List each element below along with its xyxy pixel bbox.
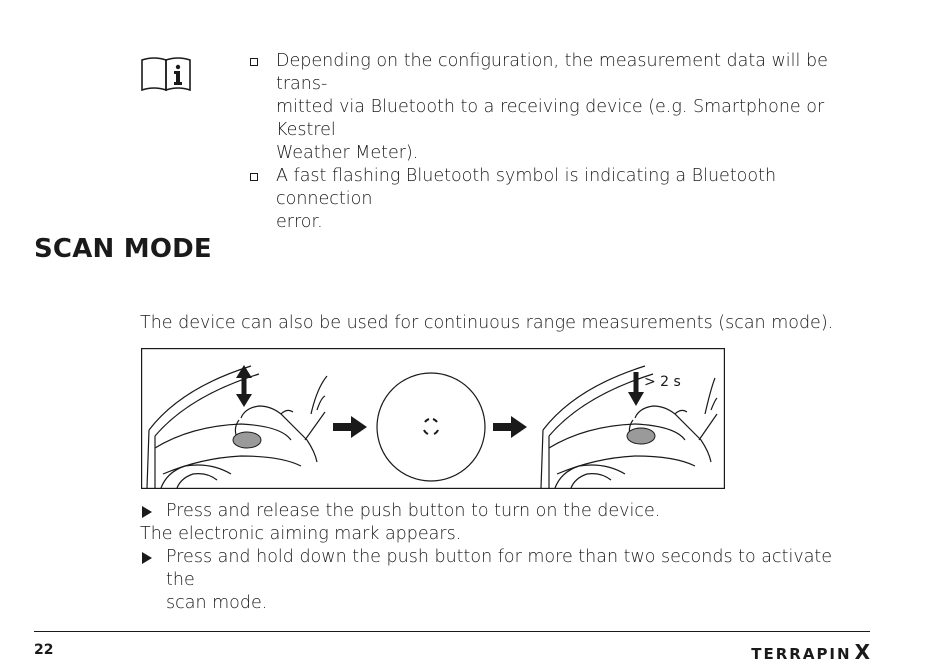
step-item: Press and release the push button to tur… — [140, 500, 860, 523]
press-release-arrow-icon — [236, 365, 252, 407]
note-text: Depending on the configuration, the meas… — [276, 51, 828, 163]
hold-duration-label: > 2 s — [644, 374, 681, 390]
scan-mode-illustration: > 2 s — [141, 348, 725, 489]
right-arrow-icon — [493, 416, 527, 438]
footer-divider — [34, 631, 870, 632]
note-item: Depending on the configuration, the meas… — [250, 50, 870, 165]
aiming-mark-icon — [423, 418, 439, 435]
note-text: A fast flashing Bluetooth symbol is indi… — [276, 166, 777, 232]
display-view-circle — [376, 372, 486, 482]
section-heading: SCAN MODE — [34, 234, 212, 264]
triangle-bullet-icon — [142, 552, 152, 564]
note-item: A fast flashing Bluetooth symbol is indi… — [250, 165, 870, 234]
instruction-steps: Press and release the push button to tur… — [140, 500, 860, 615]
brand-x: X — [854, 640, 870, 664]
intro-text: The device can also be used for continuo… — [140, 313, 834, 333]
right-arrow-icon — [333, 416, 367, 438]
push-button-left — [232, 431, 262, 449]
step-text: Press and release the push button to tur… — [166, 501, 661, 521]
step-result: The electronic aiming mark appears. — [140, 524, 462, 544]
page-number: 22 — [34, 642, 54, 658]
triangle-bullet-icon — [142, 506, 152, 518]
info-manual-icon — [141, 57, 191, 92]
step-text: Press and hold down the push button for … — [166, 547, 833, 613]
square-bullet-icon — [250, 173, 258, 181]
square-bullet-icon — [250, 58, 258, 66]
push-button-right — [626, 427, 656, 445]
brand-name: TERRAPIN — [751, 645, 852, 663]
step-item: Press and hold down the push button for … — [140, 546, 860, 615]
press-hold-arrow-icon — [628, 372, 644, 406]
device-press-drawing-left — [146, 365, 328, 489]
note-list: Depending on the configuration, the meas… — [250, 50, 870, 234]
